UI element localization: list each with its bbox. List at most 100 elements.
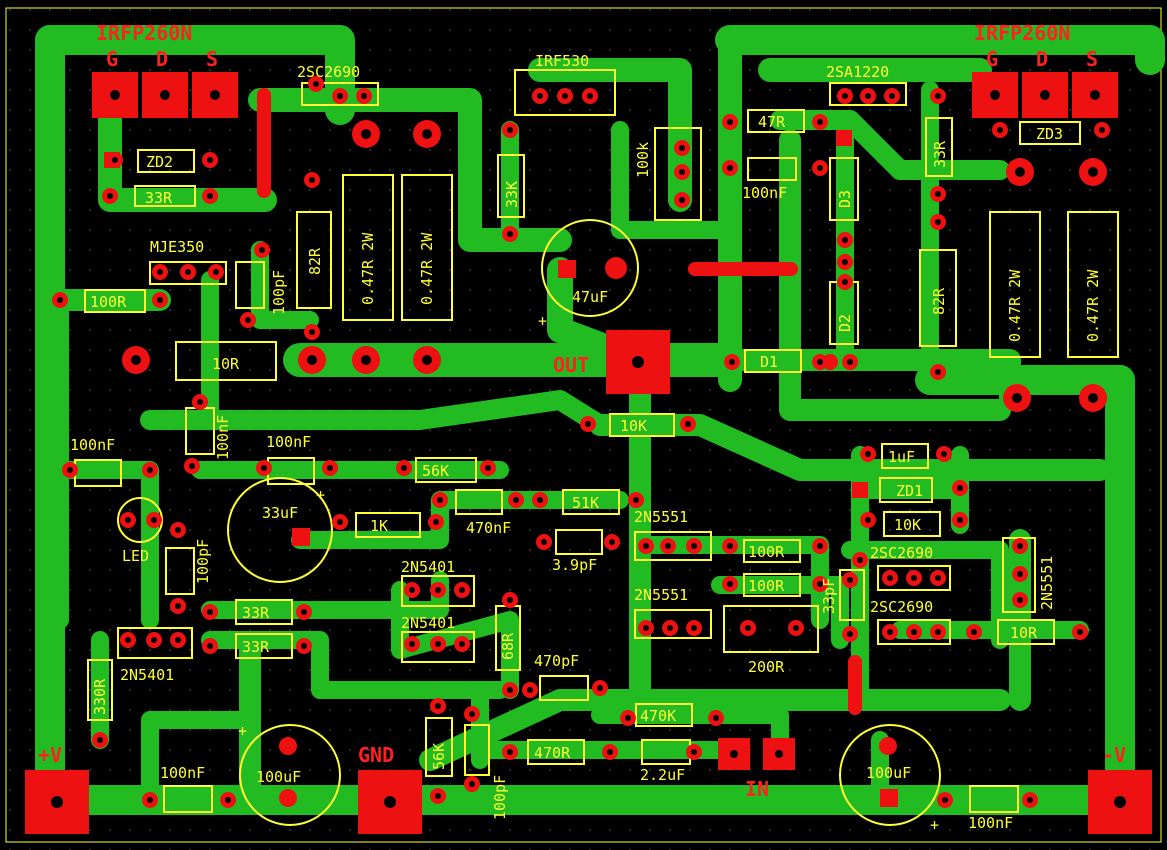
label-r68: 68R xyxy=(499,632,517,660)
via-hole xyxy=(865,451,871,457)
mosfet-right-part: IRFP260N xyxy=(974,21,1070,45)
via-hole xyxy=(935,575,941,581)
label-c470pf: 470pF xyxy=(534,652,579,670)
label-d2: D2 xyxy=(836,314,854,332)
label-c1uf: 1uF xyxy=(888,448,915,466)
via-hole xyxy=(847,631,853,637)
label-r10-right: 10R xyxy=(1010,624,1038,642)
label-2n5551-c: 2N5551 xyxy=(1038,556,1056,610)
via-hole xyxy=(189,463,195,469)
via-hole xyxy=(691,749,697,755)
via-hole xyxy=(745,625,751,631)
via-hole xyxy=(507,127,513,133)
terminal-neg-v: -V xyxy=(1102,743,1126,767)
via-hole xyxy=(609,539,615,545)
via-hole xyxy=(911,575,917,581)
via-hole xyxy=(729,359,735,365)
label-led: LED xyxy=(122,547,149,565)
via-hole xyxy=(151,637,157,643)
label-r33-a: 33R xyxy=(242,604,270,622)
via-hole xyxy=(727,165,733,171)
mosfet-right-drain: D xyxy=(1036,47,1048,71)
via-hole xyxy=(562,93,568,99)
via-hole xyxy=(469,711,475,717)
board-outline xyxy=(5,7,1162,843)
via-hole xyxy=(337,93,343,99)
via-hole xyxy=(971,629,977,635)
label-2n5401-a: 2N5401 xyxy=(120,666,174,684)
label-r33-left: 33R xyxy=(145,189,173,207)
label-c100pf-3: 100pF xyxy=(491,775,509,820)
via-hole xyxy=(865,93,871,99)
via-hole xyxy=(793,625,799,631)
label-2sc2690-top: 2SC2690 xyxy=(297,63,360,81)
label-r10k-mid: 10K xyxy=(620,417,647,435)
silkscreen xyxy=(74,69,1119,826)
via-hole xyxy=(537,497,543,503)
via-hole xyxy=(409,587,415,593)
via-hole xyxy=(817,581,823,587)
label-2sc2690-b: 2SC2690 xyxy=(870,598,933,616)
jumper-wire xyxy=(257,88,271,198)
label-c100nf-br: 100nF xyxy=(968,814,1013,832)
label-zd3: ZD3 xyxy=(1036,125,1063,143)
via-hole xyxy=(309,329,315,335)
via-hole xyxy=(112,157,118,163)
via-hole xyxy=(713,715,719,721)
via-hole xyxy=(941,451,947,457)
label-zd1: ZD1 xyxy=(896,482,923,500)
via-hole xyxy=(401,465,407,471)
jumper-wire xyxy=(848,655,862,715)
label-c100pf-1: 100pF xyxy=(270,270,288,315)
via-hole xyxy=(207,609,213,615)
mosfet-left-gate: G xyxy=(106,47,118,71)
via-hole xyxy=(507,749,513,755)
via-hole xyxy=(361,93,367,99)
via-hole xyxy=(157,269,163,275)
via-hole xyxy=(935,191,941,197)
mosfet-left-source: S xyxy=(206,47,218,71)
via-hole xyxy=(847,359,853,365)
via-hole xyxy=(679,169,685,175)
via-hole xyxy=(507,597,513,603)
via-hole xyxy=(625,715,631,721)
via-hole xyxy=(147,797,153,803)
via-hole xyxy=(185,269,191,275)
via-hole xyxy=(727,119,733,125)
via-hole xyxy=(513,497,519,503)
label-d3: D3 xyxy=(836,190,854,208)
via-hole xyxy=(435,793,441,799)
via-hole xyxy=(151,517,157,523)
via-hole xyxy=(507,231,513,237)
via-hole xyxy=(817,359,823,365)
label-c100uf-l: 100uF xyxy=(256,768,301,786)
via-hole xyxy=(435,587,441,593)
via-hole xyxy=(259,247,265,253)
label-r047-2: 0.47R 2W xyxy=(418,232,436,305)
via-hole xyxy=(643,625,649,631)
via-hole xyxy=(727,581,733,587)
label-r470k: 470K xyxy=(640,707,676,725)
via-hole xyxy=(337,519,343,525)
label-r33-right: 33R xyxy=(931,140,949,168)
via-hole xyxy=(607,749,613,755)
via-hole xyxy=(587,93,593,99)
label-2n5551-a: 2N5551 xyxy=(634,508,688,526)
via-hole xyxy=(207,193,213,199)
via-hole xyxy=(911,629,917,635)
label-r33k: 33K xyxy=(503,181,521,208)
via-hole xyxy=(125,517,131,523)
via-hole xyxy=(667,625,673,631)
via-hole xyxy=(865,517,871,523)
label-2n5401-b: 2N5401 xyxy=(401,558,455,576)
via-hole xyxy=(437,497,443,503)
terminal-out: OUT xyxy=(553,353,589,377)
jumpers xyxy=(257,88,862,715)
via-hole xyxy=(261,465,267,471)
via-hole xyxy=(225,797,231,803)
via-hole xyxy=(633,497,639,503)
via-hole xyxy=(887,629,893,635)
label-r82-right: 82R xyxy=(930,287,948,315)
via-hole xyxy=(665,543,671,549)
via-hole xyxy=(313,81,319,87)
